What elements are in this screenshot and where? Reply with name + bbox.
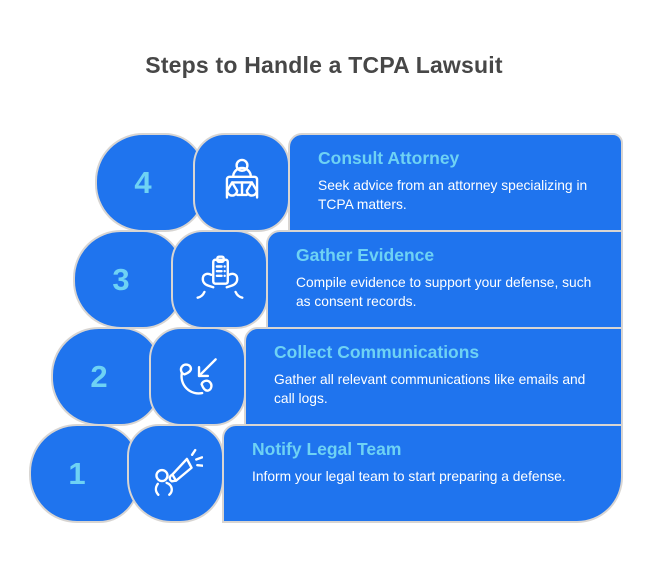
step-description: Gather all relevant communications like … xyxy=(274,372,586,407)
step-icon-cell xyxy=(171,230,268,329)
step-title: Collect Communications xyxy=(274,342,480,362)
step-number-badge: 1 xyxy=(29,424,139,523)
step-icon-cell xyxy=(127,424,224,523)
step-content-card: Consult Attorney Seek advice from an att… xyxy=(288,133,623,232)
step-number: 2 xyxy=(90,358,108,394)
step-number: 3 xyxy=(112,261,130,297)
step-title: Notify Legal Team xyxy=(252,439,402,459)
step-icon-cell xyxy=(193,133,290,232)
step-icon-cell xyxy=(149,327,246,426)
step-number-badge: 4 xyxy=(95,133,205,232)
phone-incoming-icon xyxy=(179,357,217,395)
step-description: Seek advice from an attorney specializin… xyxy=(318,178,588,213)
megaphone-icon xyxy=(154,448,203,496)
step-number: 4 xyxy=(134,164,152,200)
step-content-card: Gather Evidence Compile evidence to supp… xyxy=(266,230,623,329)
step-description: Compile evidence to support your defense… xyxy=(296,275,592,310)
step-number-badge: 2 xyxy=(51,327,161,426)
step-title: Consult Attorney xyxy=(318,148,460,168)
step-content-card: Notify Legal Team Inform your legal team… xyxy=(222,424,623,523)
step-content-card: Collect Communications Gather all releva… xyxy=(244,327,623,426)
step-number-badge: 3 xyxy=(73,230,183,329)
step-number: 1 xyxy=(68,455,86,491)
evidence-clipboard-icon xyxy=(195,254,244,299)
page-title: Steps to Handle a TCPA Lawsuit xyxy=(145,52,503,78)
attorney-scales-icon xyxy=(225,158,258,199)
step-description: Inform your legal team to start preparin… xyxy=(252,469,566,484)
step-title: Gather Evidence xyxy=(296,245,435,265)
